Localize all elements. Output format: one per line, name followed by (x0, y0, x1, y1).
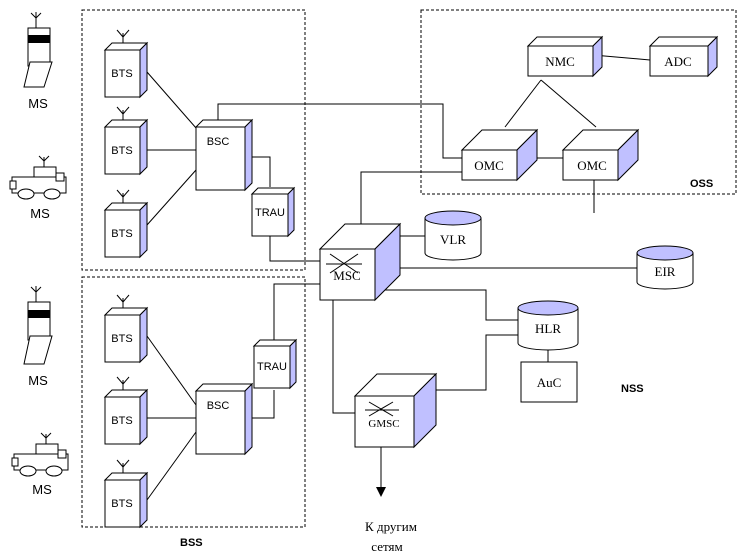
other-networks-caption-line1: К другим (365, 519, 417, 534)
hlr-label: HLR (535, 321, 561, 336)
bts-unit: BTS (103, 189, 149, 259)
bts-label: BTS (111, 228, 132, 240)
switch-icon (326, 253, 362, 274)
bts-unit: BTS (103, 294, 149, 364)
adc-unit: ADC (648, 35, 719, 78)
ms-label: MS (30, 206, 50, 221)
bts-label: BTS (111, 68, 132, 80)
omc-unit: OMC (460, 128, 539, 182)
bts-unit: BTS (103, 459, 149, 529)
handset-icon (23, 286, 53, 365)
vlr-label: VLR (440, 232, 466, 247)
bts-label: BTS (111, 333, 132, 345)
eir-label: EIR (655, 264, 676, 279)
oss-region-label: OSS (690, 178, 713, 190)
nmc-label: NMC (545, 54, 575, 69)
auc-label: AuC (537, 375, 562, 390)
gmsc-label: GMSC (368, 418, 399, 430)
auc-unit: AuC (520, 361, 578, 403)
trau-label: TRAU (255, 207, 285, 219)
omc-unit: OMC (561, 128, 640, 182)
bts-label: BTS (111, 145, 132, 157)
msc-label: MSC (333, 268, 360, 283)
bsc-unit: BSC (194, 382, 254, 456)
eir-database: EIR (636, 245, 694, 290)
trau-unit: TRAU (252, 338, 298, 390)
car-phone-icon (9, 155, 67, 200)
connection-lines (146, 54, 651, 501)
omc-label: OMC (474, 158, 504, 173)
oss-region (420, 9, 737, 195)
bss-upper-region (81, 9, 306, 271)
gmsc-unit: GMSC (353, 372, 438, 449)
bts-unit: BTS (103, 29, 149, 99)
nmc-unit: NMC (526, 35, 604, 78)
ms-label: MS (28, 96, 48, 111)
bts-unit: BTS (103, 106, 149, 176)
bss-region-label: BSS (180, 537, 203, 549)
hlr-database: HLR (517, 300, 579, 351)
ms-label: MS (28, 373, 48, 388)
car-phone-icon (11, 432, 69, 477)
bsc-label: BSC (207, 136, 230, 148)
bss-lower-region (81, 276, 306, 528)
bsc-unit: BSC (194, 118, 254, 192)
bsc-label: BSC (207, 400, 230, 412)
omc-label: OMC (577, 158, 607, 173)
other-networks-caption-line2: сетям (371, 539, 402, 554)
handset-icon (23, 12, 53, 88)
adc-label: ADC (664, 54, 691, 69)
vlr-database: VLR (424, 210, 482, 261)
bts-unit: BTS (103, 376, 149, 446)
trau-unit: TRAU (250, 186, 296, 238)
bts-label: BTS (111, 498, 132, 510)
trau-label: TRAU (257, 361, 287, 373)
ms-label: MS (32, 482, 52, 497)
switch-icon (365, 401, 399, 417)
arrow-to-other-networks (376, 487, 386, 497)
bts-label: BTS (111, 415, 132, 427)
msc-unit: MSC (318, 222, 402, 302)
nss-region-label: NSS (621, 383, 644, 395)
